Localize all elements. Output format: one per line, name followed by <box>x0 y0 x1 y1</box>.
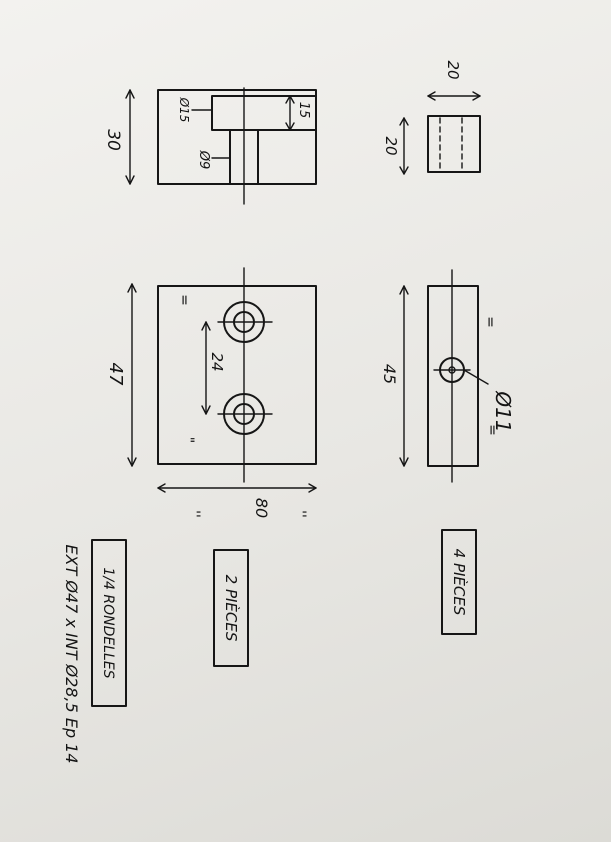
bar-equal-mark-top: = <box>482 316 498 328</box>
counterbore-view: 30 15 Ø15 Ø9 <box>103 87 317 205</box>
arrow-47-top <box>127 283 137 293</box>
dim-24-label: 24 <box>208 352 226 371</box>
plate-qty-label: 2 PIÈCES <box>222 575 241 642</box>
equal-mark-80-left: '' <box>186 510 202 518</box>
bar-equal-mark-bottom: = <box>484 424 500 436</box>
washers-spec-label: EXT Ø47 x INT Ø28,5 Ep 14 <box>62 544 81 763</box>
arrow-47-bottom <box>127 457 137 467</box>
plate-outline <box>157 285 317 465</box>
notes: 1/4 RONDELLES EXT Ø47 x INT Ø28,5 Ep 14 … <box>62 529 477 764</box>
arrow-24-top <box>201 321 211 331</box>
counterbore-block-outline <box>157 89 317 185</box>
equal-mark-80-right: '' <box>292 510 308 518</box>
arrow-15-bottom <box>285 122 295 131</box>
bar-outline <box>427 285 479 467</box>
dim-20-top-label: 20 <box>444 60 462 79</box>
bar-qty-label: 4 PIÈCES <box>450 549 469 616</box>
washers-note-label: 1/4 RONDELLES <box>100 567 116 678</box>
plate-qty-box <box>213 549 249 667</box>
arrow-15-top <box>285 95 295 104</box>
arrow-30-top <box>125 89 135 99</box>
arrow-20-top-right <box>472 91 481 101</box>
equal-mark-top: = <box>176 294 192 306</box>
plate-view: 47 24 = " 80 '' '' <box>105 267 317 518</box>
dim-30-label: 30 <box>103 129 123 151</box>
arrow-45-top <box>399 285 409 295</box>
hole-dia-label: Ø9 <box>196 150 211 170</box>
equal-mark-bottom: " <box>180 437 196 443</box>
bar-view: 45 = = Ø11 <box>380 269 515 483</box>
leader-bar-hole <box>463 369 489 385</box>
dim-47-label: 47 <box>105 363 126 386</box>
dim-45-label: 45 <box>380 364 399 384</box>
arrow-45-bottom <box>399 457 409 467</box>
arrow-24-bottom <box>201 405 211 415</box>
dim-20-side-label: 20 <box>382 136 400 155</box>
arrow-80-left <box>157 483 166 493</box>
small-part-view: 20 20 <box>382 60 481 175</box>
small-part-outline <box>427 115 481 173</box>
washers-note-box <box>91 539 127 707</box>
counterbore-dia-label: Ø15 <box>177 97 191 123</box>
arrow-30-bottom <box>125 175 135 185</box>
bar-hole-dia-label: Ø11 <box>491 390 515 432</box>
bar-qty-box <box>441 529 477 635</box>
arrow-80-right <box>308 483 317 493</box>
arrow-20-side-bottom <box>399 166 409 175</box>
dim-80-label: 80 <box>252 498 271 518</box>
arrow-20-side-top <box>399 117 409 126</box>
arrow-20-top-left <box>427 91 436 101</box>
counterbore-outline <box>211 95 317 131</box>
dim-15-label: 15 <box>296 102 311 119</box>
